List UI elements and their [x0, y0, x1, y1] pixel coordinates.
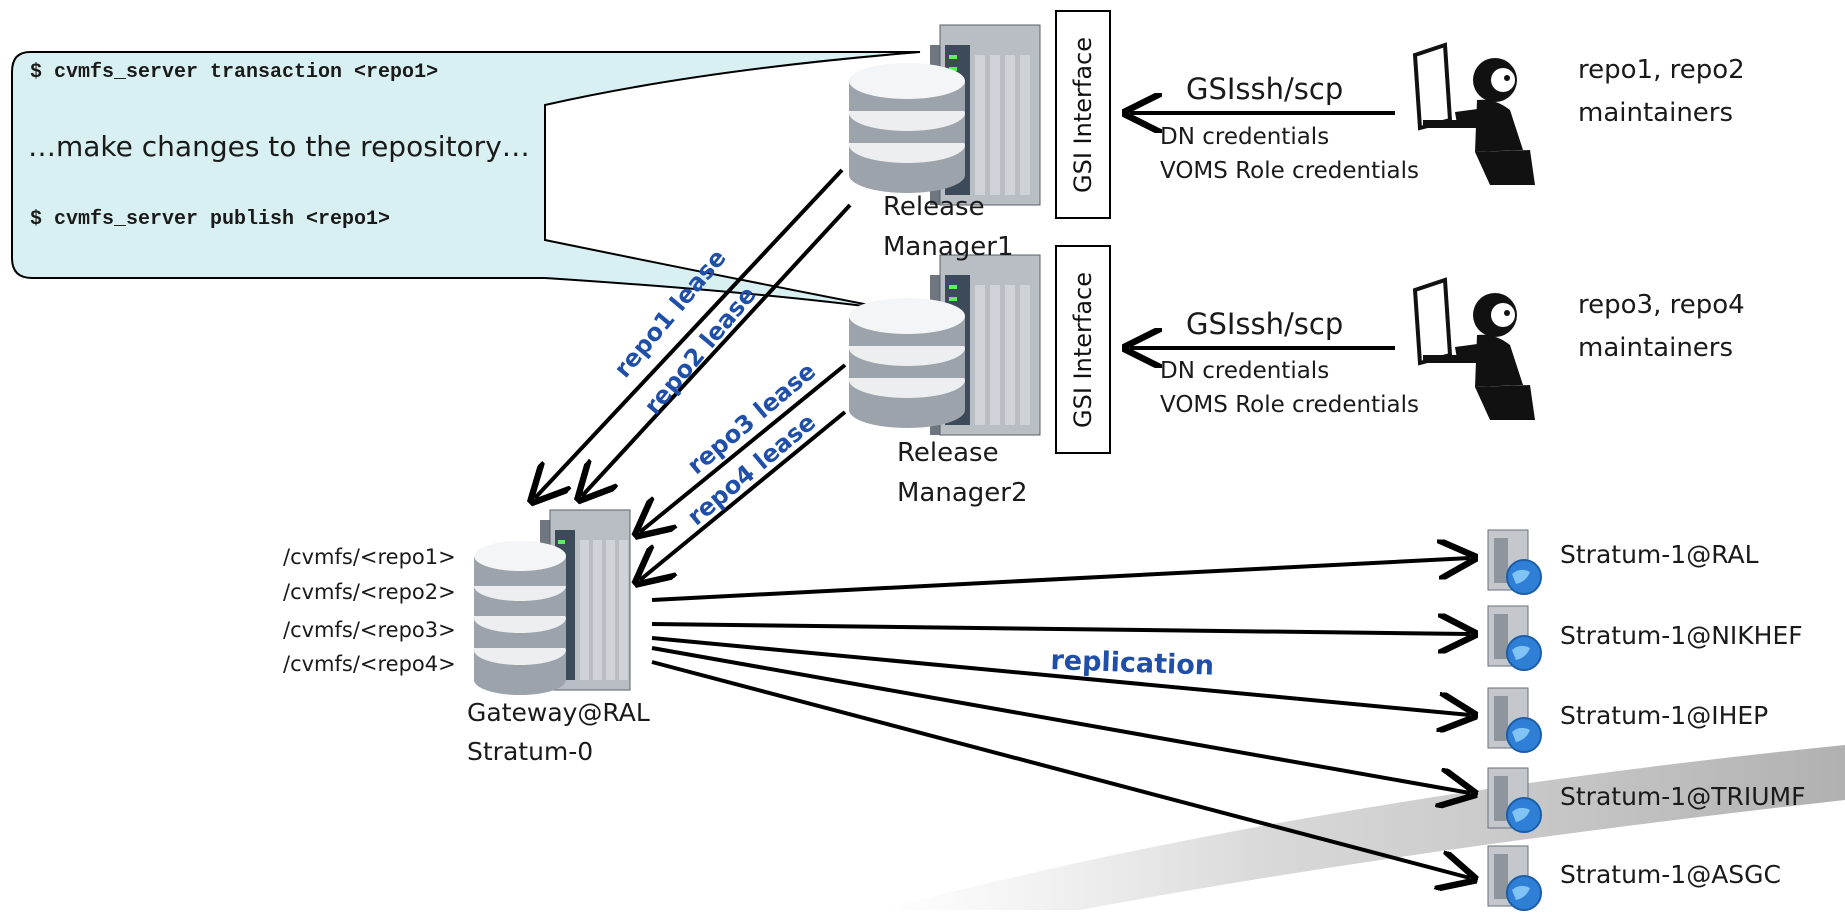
replication-arrow-asgc: [651, 660, 1470, 878]
stratum0-label: Stratum-0: [467, 737, 594, 766]
release-manager1-label-2: Manager1: [883, 232, 1014, 262]
gsi-interface-box-1: GSI Interface: [1055, 10, 1111, 219]
globe-server-icon: [1487, 687, 1542, 753]
repo3-lease-arrow: [640, 363, 847, 532]
maintainers-label-2b: maintainers: [1578, 333, 1734, 363]
repo1-lease-arrow: [535, 168, 844, 498]
replication-arrow-triumf: [651, 646, 1470, 793]
repo2-lease-arrow: [582, 203, 852, 496]
callout-command-transaction: $ cvmfs_server transaction <repo1>: [30, 61, 439, 84]
gsissh-label-1: GSIssh/scp: [1186, 72, 1344, 106]
database-server-icon: [849, 24, 1041, 206]
replication-arrow-ral: [651, 558, 1470, 602]
stratum1-triumf-label: Stratum-1@TRIUMF: [1560, 782, 1806, 811]
repo4-lease-arrow: [640, 410, 847, 580]
globe-server-icon: [1487, 767, 1542, 833]
globe-server-icon: [1487, 845, 1542, 911]
stratum1-ihep-label: Stratum-1@IHEP: [1560, 701, 1769, 730]
gateway-path-repo4: /cvmfs/<repo4>: [283, 652, 456, 676]
gsi-interface-label-2: GSI Interface: [1069, 271, 1097, 428]
release-manager1-label-1: Release: [883, 192, 985, 222]
gsi-interface-box-2: GSI Interface: [1055, 245, 1111, 454]
stratum1-nikhef-label: Stratum-1@NIKHEF: [1560, 621, 1803, 650]
callout-make-changes: …make changes to the repository…: [28, 130, 530, 163]
dn-credentials-1: DN credentials: [1160, 124, 1330, 150]
stratum1-ral-label: Stratum-1@RAL: [1560, 540, 1759, 569]
database-server-icon: [849, 254, 1041, 436]
replication-arrow-nikhef: [651, 624, 1470, 634]
dn-credentials-2: DN credentials: [1160, 358, 1330, 384]
database-server-icon: [474, 509, 631, 695]
gateway-path-repo2: /cvmfs/<repo2>: [283, 580, 456, 604]
globe-server-icon: [1487, 529, 1542, 595]
voms-credentials-2: VOMS Role credentials: [1160, 392, 1420, 418]
gsi-interface-label-1: GSI Interface: [1069, 36, 1097, 193]
release-manager2-label-1: Release: [897, 438, 999, 468]
release-manager2-label-2: Manager2: [897, 478, 1028, 508]
globe-server-icon: [1487, 605, 1542, 671]
gateway-path-repo1: /cvmfs/<repo1>: [283, 545, 456, 569]
maintainers-label-2a: repo3, repo4: [1578, 290, 1745, 320]
gsissh-label-2: GSIssh/scp: [1186, 307, 1344, 341]
maintainers-label-1b: maintainers: [1578, 98, 1734, 128]
user-at-computer-icon: [1412, 277, 1535, 420]
user-at-computer-icon: [1412, 42, 1535, 185]
replication-label: replication: [1050, 645, 1215, 682]
callout-command-publish: $ cvmfs_server publish <repo1>: [30, 208, 391, 231]
maintainers-label-1a: repo1, repo2: [1578, 55, 1745, 85]
replication-arrow-ihep: [651, 636, 1470, 715]
voms-credentials-1: VOMS Role credentials: [1160, 158, 1420, 184]
stratum1-asgc-label: Stratum-1@ASGC: [1560, 860, 1781, 889]
gateway-path-repo3: /cvmfs/<repo3>: [283, 618, 456, 642]
gateway-label: Gateway@RAL: [467, 698, 650, 727]
